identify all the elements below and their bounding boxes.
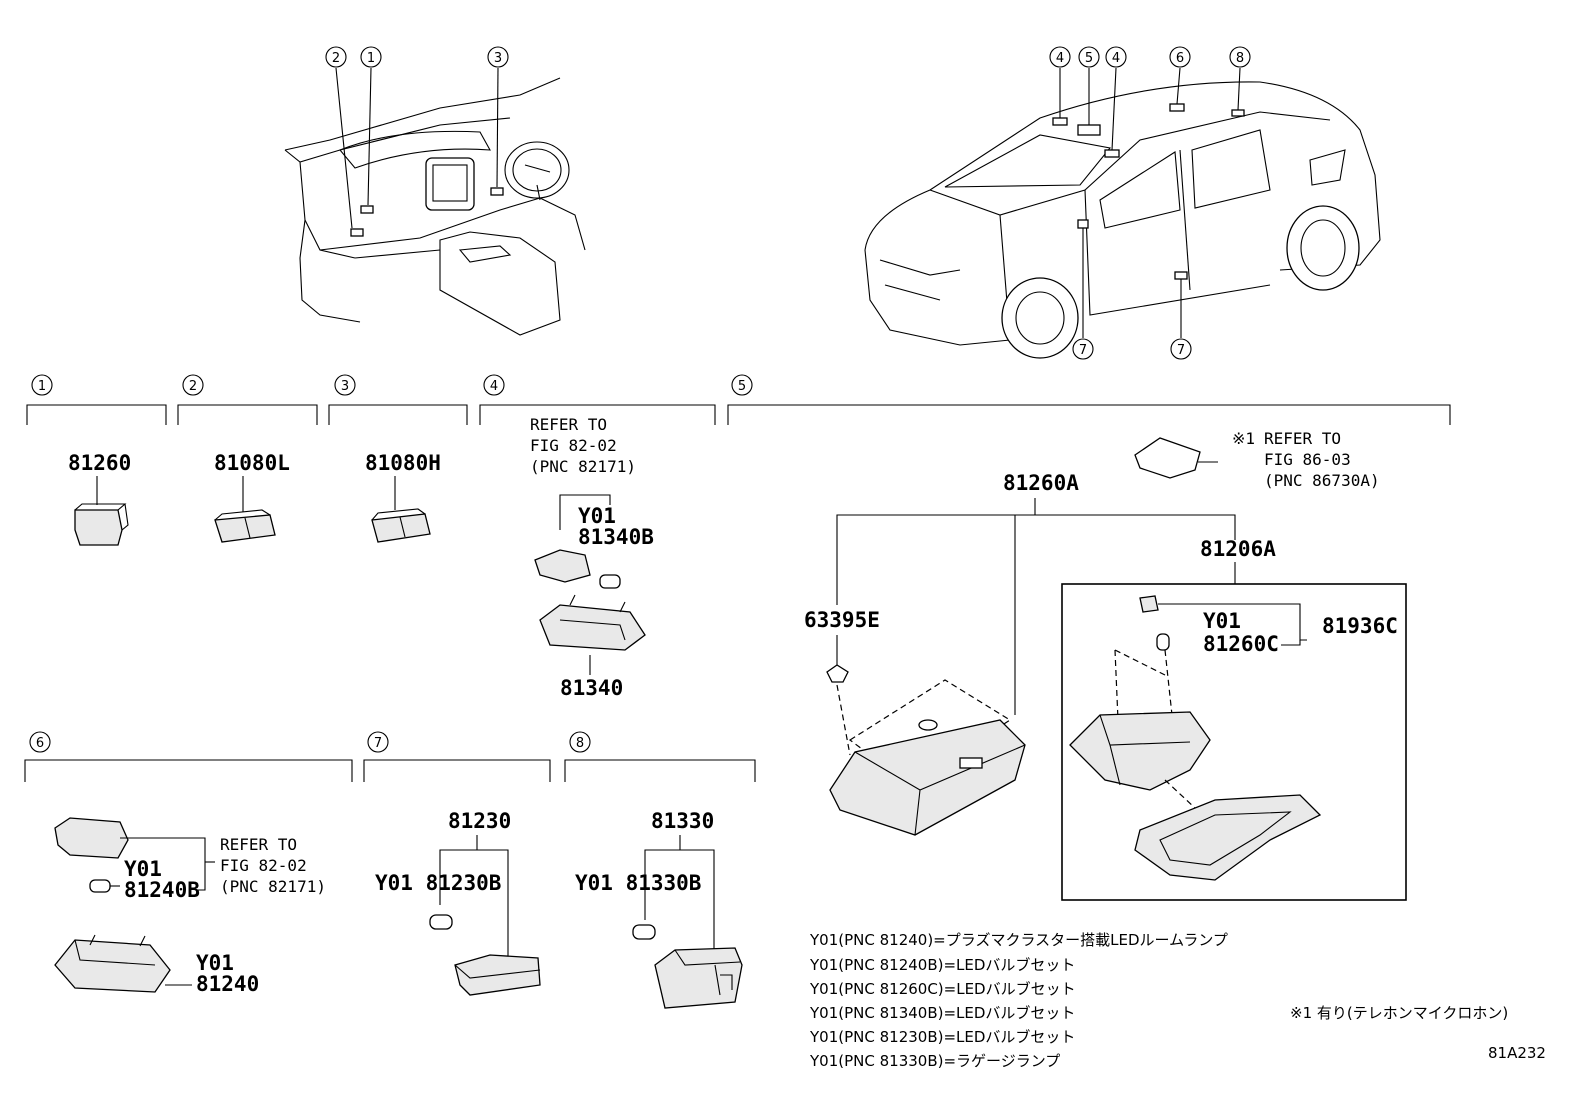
note-line-2: Y01(PNC 81240B)=LEDバルブセット (809, 956, 1075, 974)
group-6: 6 Y01 81240B REFER TO FIG 82-02 (PNC 821… (24, 731, 353, 996)
bulb-81260C[interactable] (1156, 633, 1170, 651)
note-line-5: Y01(PNC 81230B)=LEDバルブセット (809, 1028, 1075, 1046)
group-3: 3 81080H (328, 374, 468, 543)
lamp-81330[interactable] (654, 947, 743, 1009)
part-81340-label: 81340 (560, 676, 623, 700)
group-8: 8 81330 Y01 81330B (564, 731, 756, 1009)
g6-ref-line3: (PNC 82171) (220, 877, 326, 896)
callout-3-top: 3 (494, 51, 502, 66)
callout-1-top: 1 (367, 51, 375, 66)
group-2-callout: 2 (189, 379, 197, 394)
note-line-4: Y01(PNC 81340B)=LEDバルブセット (809, 1004, 1075, 1022)
illustration-callouts: 2 1 3 4 5 4 6 8 7 7 (325, 46, 1251, 360)
part-81260-label: 81260 (68, 451, 131, 475)
group-7-callout: 7 (374, 736, 382, 751)
vehicle-illustration (864, 67, 1381, 359)
socket-81936C[interactable] (1139, 595, 1159, 613)
clip-63395E[interactable] (826, 664, 849, 683)
microphone-86730A[interactable] (1134, 437, 1201, 479)
bulb-81240B[interactable] (89, 879, 111, 893)
lamp-81080H[interactable] (371, 513, 431, 543)
lamp-81340[interactable] (539, 604, 646, 651)
g5-ref-mark: ※1 (1232, 429, 1255, 448)
lamp-81080L[interactable] (214, 514, 276, 543)
callout-5-top: 5 (1085, 51, 1093, 66)
part-81330-label: 81330 (651, 809, 714, 833)
dashboard-illustration (284, 67, 586, 336)
g6-part-prefix: Y01 (196, 951, 234, 975)
callout-4-top-a: 4 (1056, 51, 1064, 66)
part-63395E-label: 63395E (804, 608, 880, 632)
group-4: 4 REFER TO FIG 82-02 (PNC 82171) Y01 813… (479, 374, 716, 700)
group-8-callout: 8 (576, 736, 584, 751)
bulb-81340B[interactable] (599, 574, 621, 589)
group-3-callout: 3 (341, 379, 349, 394)
g5-kit-prefix: Y01 (1203, 609, 1241, 633)
callout-7-car-a: 7 (1079, 343, 1087, 358)
note-line-3: Y01(PNC 81260C)=LEDバルブセット (809, 980, 1076, 998)
callout-8-top: 8 (1236, 51, 1244, 66)
part-81230-label: 81230 (448, 809, 511, 833)
part-81206A-label: 81206A (1200, 537, 1276, 561)
g6-ref-line2: FIG 82-02 (220, 856, 307, 875)
switch-81260[interactable] (74, 509, 123, 546)
g4-ref-line3: (PNC 82171) (530, 457, 636, 476)
dome-lamp-81260A[interactable] (829, 719, 1026, 836)
g5-ref-line1: REFER TO (1264, 429, 1341, 448)
lamp-housing-81206A[interactable] (1069, 711, 1211, 791)
group-1-callout: 1 (38, 379, 46, 394)
group-5-callout: 5 (738, 379, 746, 394)
g5-ref-line2: FIG 86-03 (1264, 450, 1351, 469)
group-5: 5 ※1 REFER TO FIG 86-03 (PNC 86730A) 812… (727, 374, 1451, 901)
g5-ref-line3: (PNC 86730A) (1264, 471, 1380, 490)
callout-7-car-b: 7 (1177, 343, 1185, 358)
subassembly-box (1061, 583, 1407, 901)
callout-4-top-b: 4 (1112, 51, 1120, 66)
g4-ref-line2: FIG 82-02 (530, 436, 617, 455)
g8-kit-label: Y01 81330B (575, 871, 701, 895)
socket-81240B[interactable] (54, 817, 129, 859)
part-81080H-label: 81080H (365, 451, 441, 475)
callout-6-top: 6 (1176, 51, 1184, 66)
lens-81206A[interactable] (1134, 794, 1322, 881)
group-6-callout: 6 (36, 736, 44, 751)
g6-kit-part: 81240B (124, 878, 200, 902)
group-2: 2 81080L (177, 374, 318, 543)
g6-ref-line1: REFER TO (220, 835, 297, 854)
part-81240-label: 81240 (196, 972, 259, 996)
g5-kit-part: 81260C (1203, 632, 1279, 656)
lamp-81240[interactable] (54, 939, 171, 993)
notes-block: Y01(PNC 81240)=プラズマクラスター搭載LEDルームランプ Y01(… (809, 931, 1546, 1070)
part-81260A-label: 81260A (1003, 471, 1079, 495)
g6-kit-prefix: Y01 (124, 857, 162, 881)
part-81936C-label: 81936C (1322, 614, 1398, 638)
g4-kit-part: 81340B (578, 525, 654, 549)
g4-ref-line1: REFER TO (530, 415, 607, 434)
footnote: ※1 有り(テレホンマイクロホン) (1290, 1004, 1508, 1022)
note-line-6: Y01(PNC 81330B)=ラゲージランプ (809, 1052, 1060, 1070)
group-4-callout: 4 (490, 379, 498, 394)
bulb-81330B[interactable] (632, 924, 656, 940)
socket-81340[interactable] (534, 549, 591, 583)
group-1: 1 81260 (26, 374, 167, 546)
part-81080L-label: 81080L (214, 451, 290, 475)
g4-kit-prefix: Y01 (578, 504, 616, 528)
callout-2-top: 2 (332, 51, 340, 66)
g7-kit-label: Y01 81230B (375, 871, 501, 895)
group-7: 7 81230 Y01 81230B (363, 731, 551, 996)
bulb-81230B[interactable] (429, 914, 453, 930)
figure-id: 81A232 (1488, 1044, 1546, 1062)
note-line-1: Y01(PNC 81240)=プラズマクラスター搭載LEDルームランプ (809, 931, 1228, 949)
